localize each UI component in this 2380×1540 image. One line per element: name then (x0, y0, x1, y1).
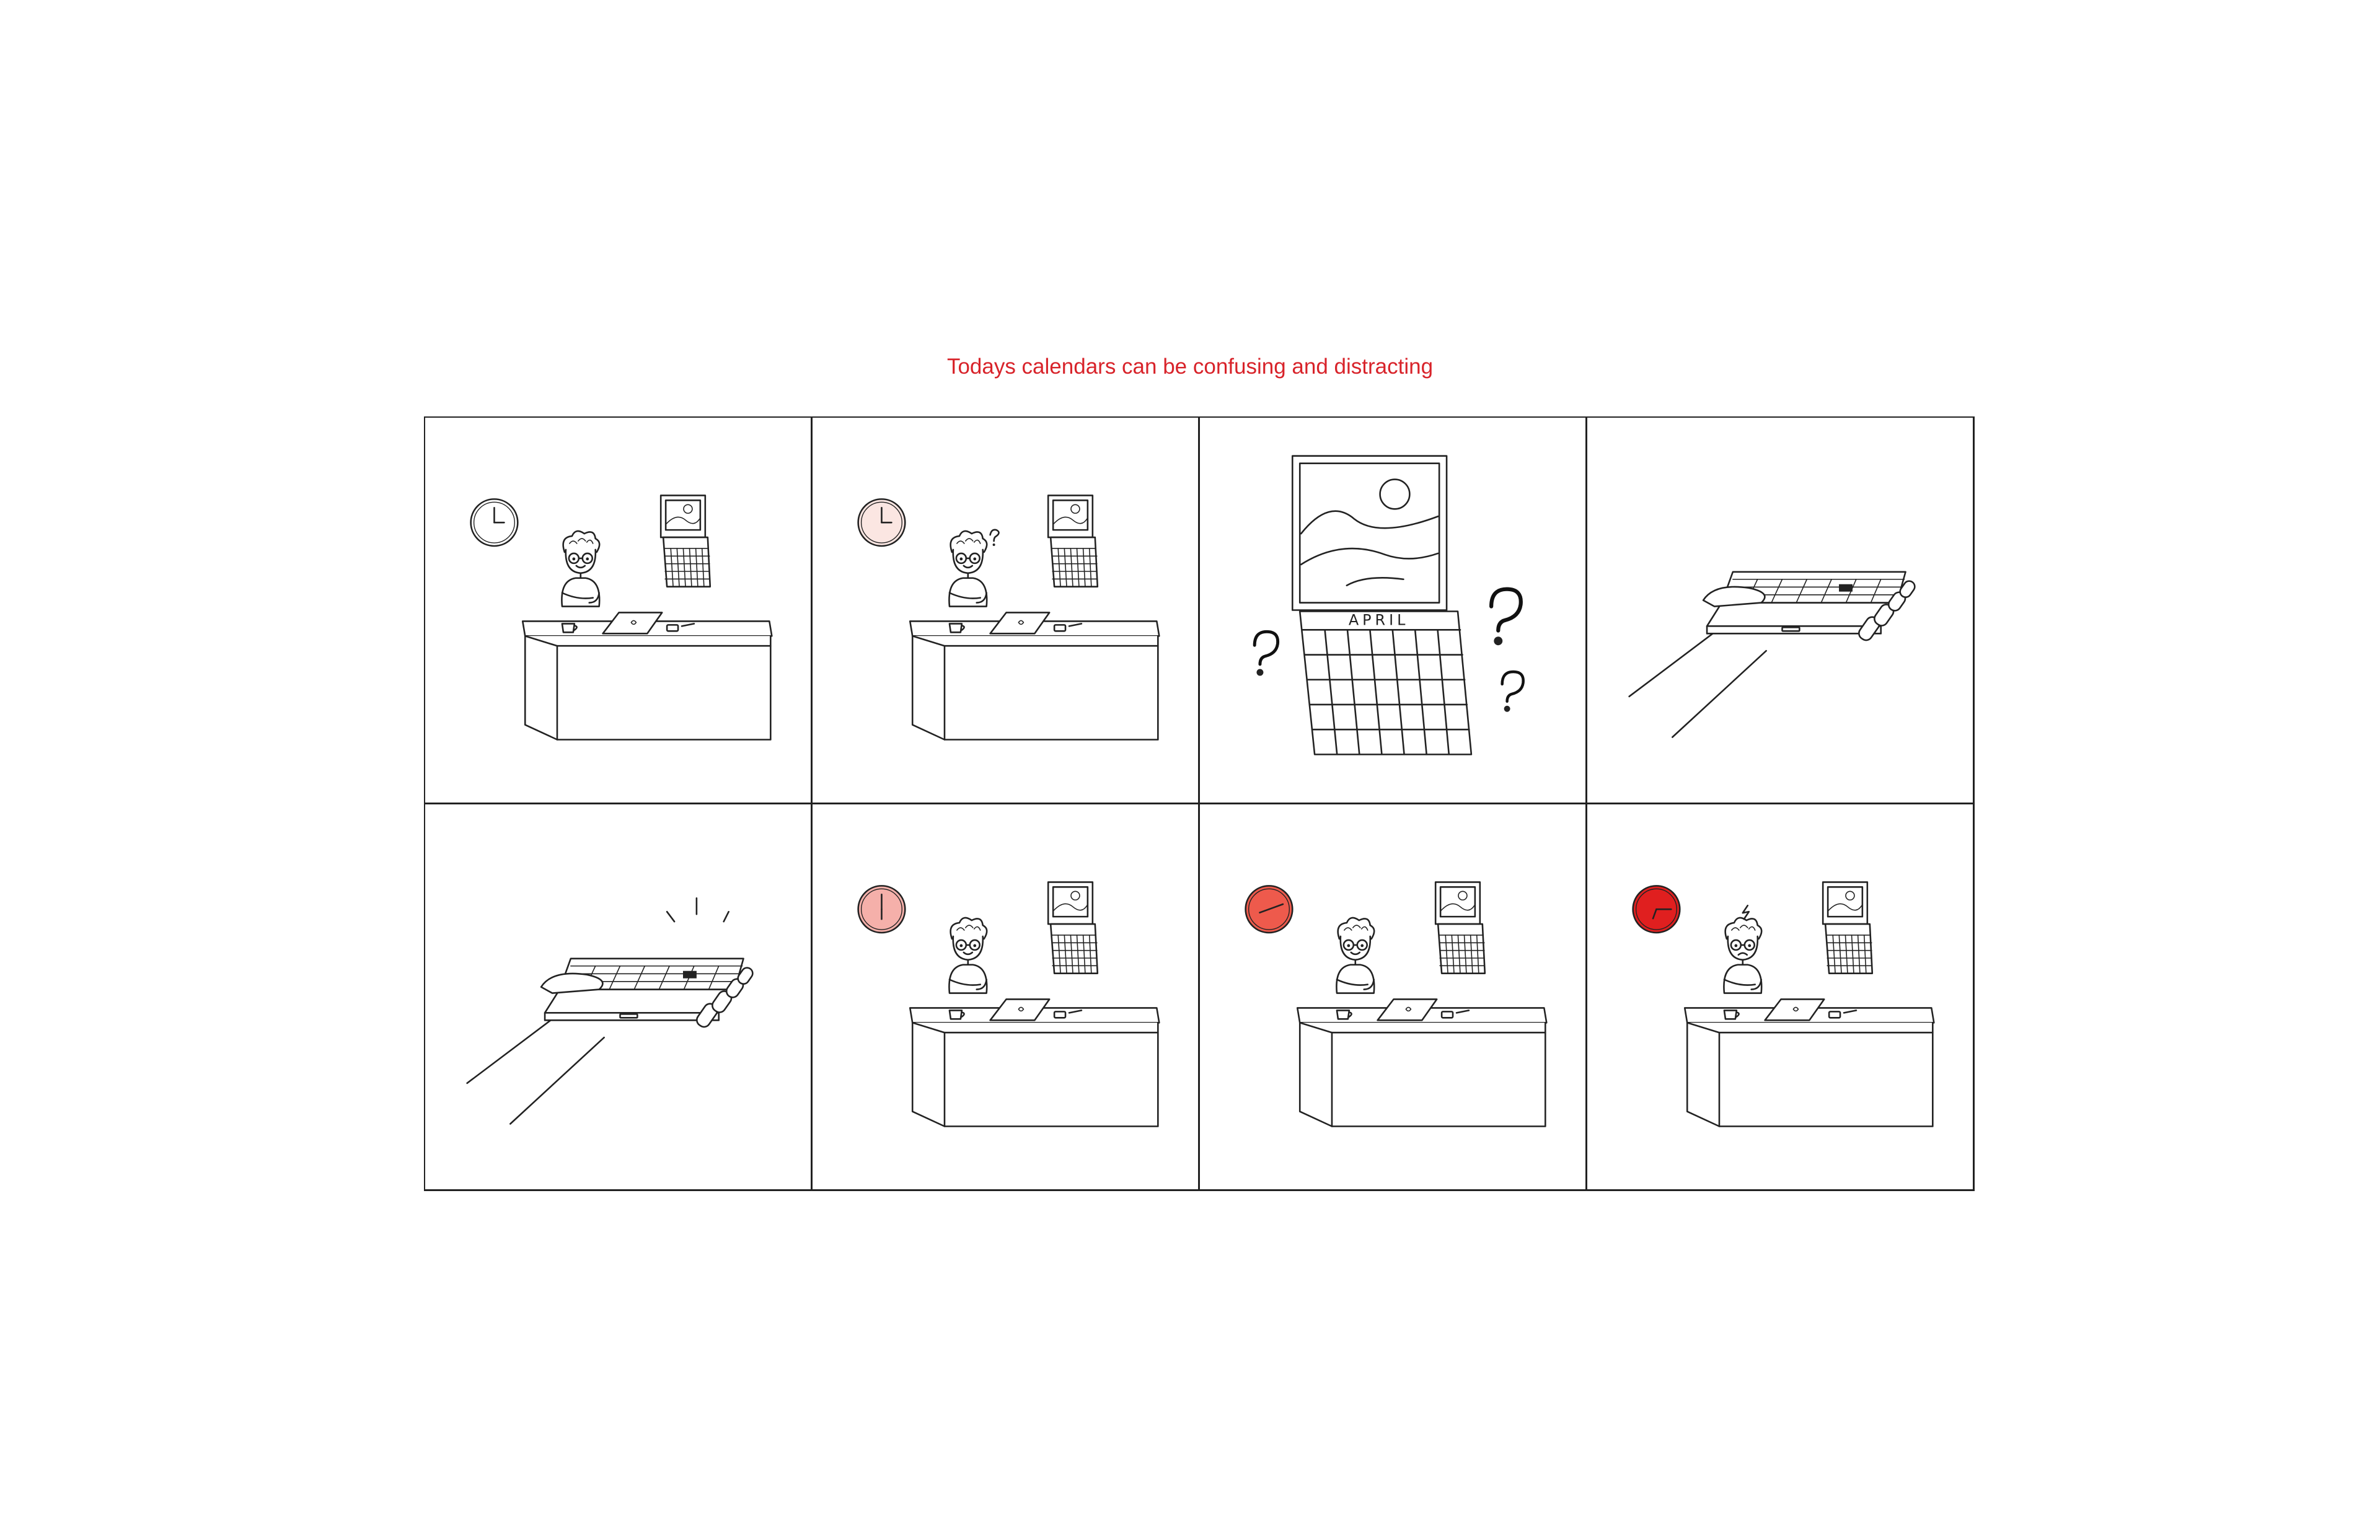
hand-holding-phone (466, 957, 754, 1125)
wall-calendar-icon (1047, 495, 1099, 587)
panel-2-illustration (857, 495, 1160, 741)
phone-icon (1440, 1010, 1470, 1019)
wall-calendar-icon (659, 495, 712, 587)
panel-4-illustration (1628, 571, 1916, 738)
clock-icon (1245, 885, 1294, 934)
clock-icon (470, 498, 519, 547)
wall-calendar-icon (1434, 881, 1486, 974)
question-mark-icon (1489, 587, 1523, 646)
phone-icon (1053, 623, 1083, 632)
panel-7-running-late (1200, 804, 1587, 1191)
desk (1296, 1007, 1548, 1127)
panel-1-person-at-desk (425, 418, 813, 804)
laptop-icon (989, 612, 1051, 635)
person-figure (1336, 917, 1375, 994)
desk (1683, 1007, 1935, 1127)
desk (909, 1007, 1160, 1127)
wall-calendar-icon (1822, 881, 1874, 974)
mug-icon (1336, 1010, 1352, 1020)
clock-icon (857, 885, 906, 934)
laptop-icon (602, 612, 663, 635)
mug-icon (948, 1010, 965, 1020)
calendar-month-label: APRIL (1349, 611, 1409, 628)
mug-icon (1723, 1010, 1740, 1020)
panel-5-device-notification (425, 804, 813, 1191)
laptop-icon (1377, 998, 1438, 1021)
storyboard-caption: Todays calendars can be confusing and di… (946, 354, 1434, 379)
panel-5-illustration (466, 897, 754, 1125)
laptop-icon (1764, 998, 1825, 1021)
mug-icon (561, 623, 578, 633)
panel-2-person-wondering (813, 418, 1200, 804)
phone-icon (1828, 1010, 1858, 1019)
question-mark-icon (1501, 670, 1525, 712)
panel-8-stressed-person (1587, 804, 1975, 1191)
panel-6-illustration (857, 881, 1160, 1127)
hand-holding-phone (1628, 571, 1916, 738)
wall-calendar-icon (1047, 881, 1099, 974)
panel-8-illustration (1632, 881, 1935, 1127)
phone-icon (1053, 1010, 1083, 1019)
clock-icon (857, 498, 906, 547)
large-calendar-icon (1291, 455, 1473, 755)
person-figure (561, 530, 601, 607)
panel-4-hand-holding-device (1587, 418, 1975, 804)
notification-alert-icon (666, 897, 729, 923)
panel-6-time-passing (813, 804, 1200, 1191)
laptop-icon (989, 998, 1051, 1021)
question-mark-icon (1253, 630, 1280, 676)
person-figure (948, 917, 988, 994)
storyboard-grid: APRIL (424, 416, 1975, 1191)
desk (909, 620, 1160, 741)
panel-3-illustration: APRIL (1253, 455, 1525, 755)
panel-1-illustration (470, 495, 773, 741)
person-figure (1723, 904, 1763, 994)
person-figure (948, 529, 1000, 607)
clock-icon (1632, 885, 1681, 934)
phone-icon (666, 623, 695, 632)
panel-3-calendar-closeup: APRIL (1200, 418, 1587, 804)
desk (521, 620, 773, 741)
panel-7-illustration (1245, 881, 1548, 1127)
mug-icon (948, 623, 965, 633)
